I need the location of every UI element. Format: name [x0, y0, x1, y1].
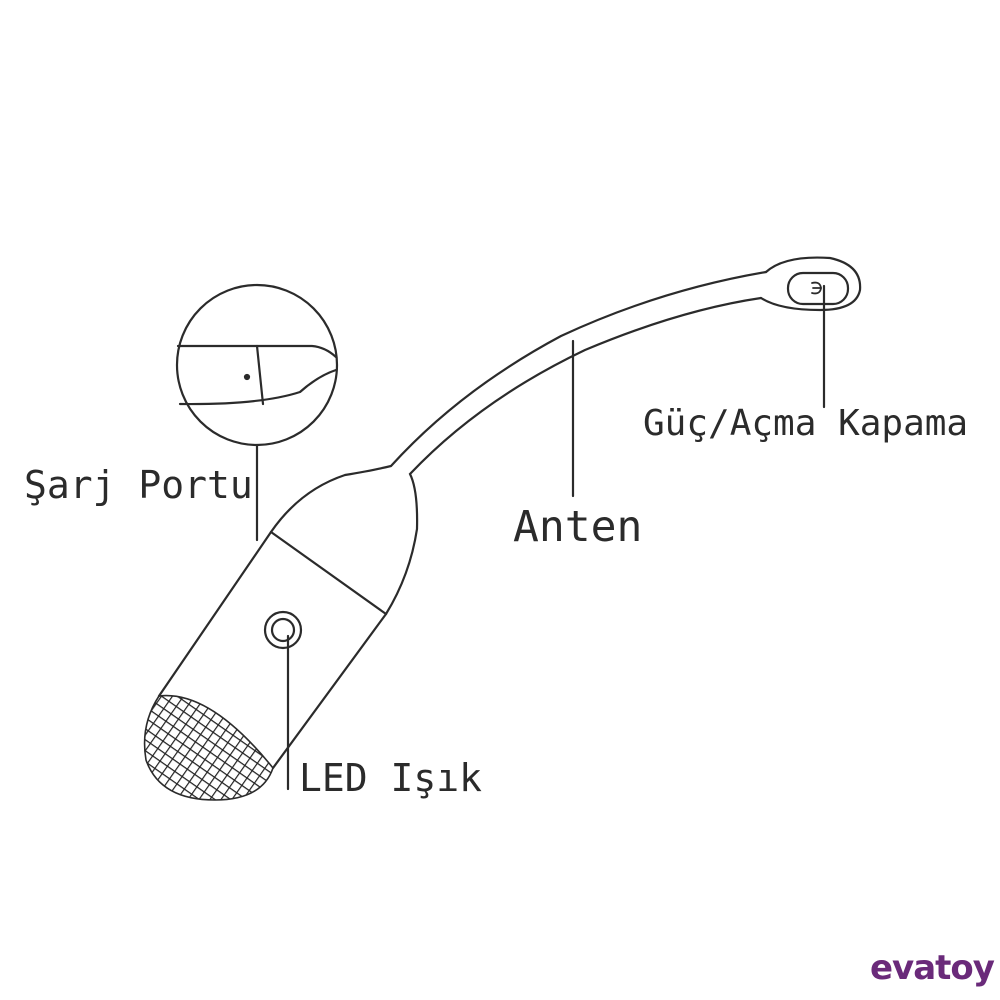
power-label: Güç/Açma Kapama [643, 403, 969, 444]
device-body [157, 256, 862, 770]
antenna-label: Anten [513, 502, 643, 552]
evatoy-logo: evatoy [870, 948, 995, 988]
power-button [786, 271, 850, 306]
charge-port-label: Şarj Portu [24, 463, 253, 507]
charge-port-magnifier [175, 283, 339, 447]
power-icon [811, 281, 822, 295]
led-label: LED Işık [299, 756, 483, 800]
led-light-icon [263, 610, 303, 650]
mesh-cap [143, 694, 274, 801]
